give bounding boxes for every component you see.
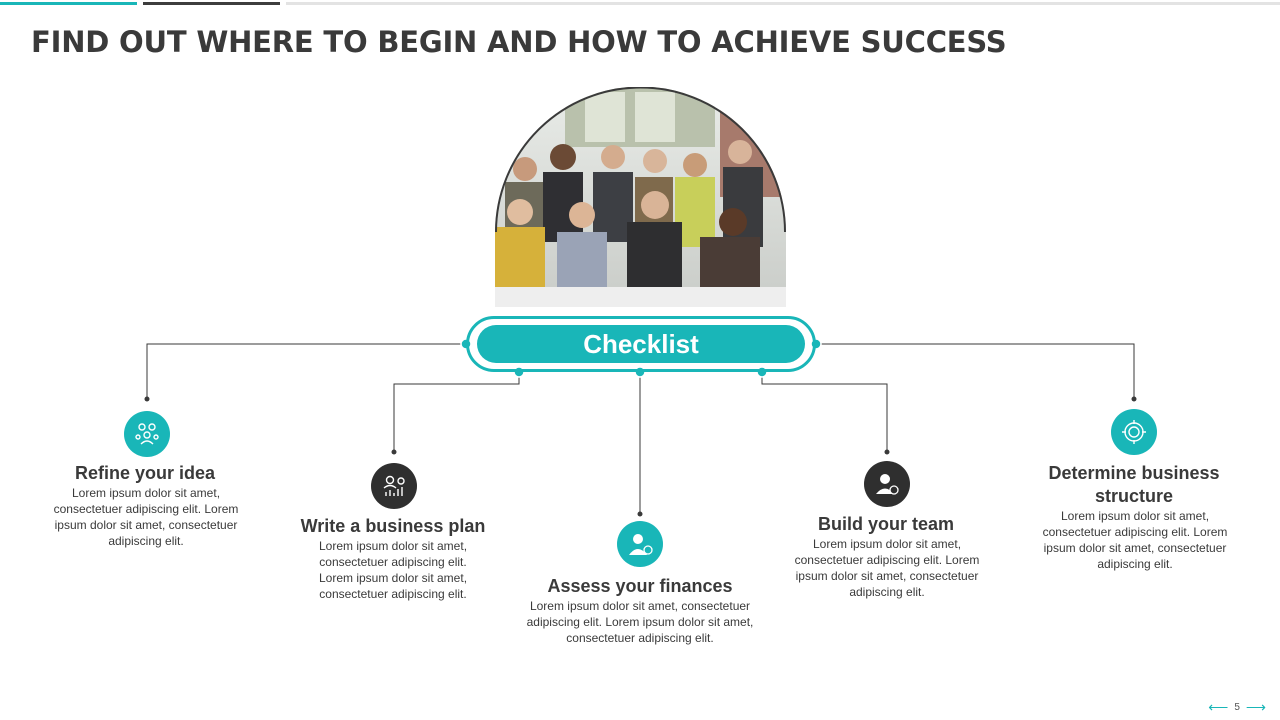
step-title-build-team: Build your team bbox=[817, 514, 955, 534]
page-number: 5 bbox=[1234, 701, 1240, 713]
step-desc-build-team: Lorem ipsum dolor sit amet, consectetuer… bbox=[794, 537, 980, 599]
business-plan-icon bbox=[371, 463, 417, 509]
checklist-pill: Checklist bbox=[477, 325, 805, 363]
checklist-label: Checklist bbox=[583, 328, 699, 359]
top-accent-bar-teal bbox=[0, 2, 137, 5]
structure-target-icon bbox=[1111, 409, 1157, 455]
step-desc-business-structure: Lorem ipsum dolor sit amet, consectetuer… bbox=[1042, 509, 1228, 571]
step-title-refine-idea: Refine your idea bbox=[74, 463, 216, 483]
step-title-assess-finances: Assess your finances bbox=[547, 576, 733, 596]
step-desc-refine-idea: Lorem ipsum dolor sit amet, consectetuer… bbox=[53, 486, 239, 548]
next-arrow-icon[interactable]: ⟶ bbox=[1245, 699, 1266, 715]
step-title-business-structure: Determine business structure bbox=[1048, 463, 1220, 506]
step-title-business-plan: Write a business plan bbox=[300, 516, 486, 536]
checklist-banner: Checklist bbox=[466, 316, 816, 372]
step-desc-assess-finances: Lorem ipsum dolor sit amet, consectetuer… bbox=[526, 599, 754, 645]
finance-person-icon bbox=[617, 521, 663, 567]
team-photo bbox=[495, 87, 786, 307]
idea-people-icon bbox=[124, 411, 170, 457]
team-member-icon bbox=[864, 461, 910, 507]
prev-arrow-icon[interactable]: ⟵ bbox=[1208, 699, 1229, 715]
top-accent-bar-gray bbox=[286, 2, 1280, 5]
slide-pager: ⟵ 5 ⟶ bbox=[1208, 700, 1266, 714]
page-title: FIND OUT WHERE TO BEGIN AND HOW TO ACHIE… bbox=[31, 25, 1007, 59]
top-accent-bar-dark bbox=[143, 2, 280, 5]
step-desc-business-plan: Lorem ipsum dolor sit amet, consectetuer… bbox=[318, 539, 468, 601]
